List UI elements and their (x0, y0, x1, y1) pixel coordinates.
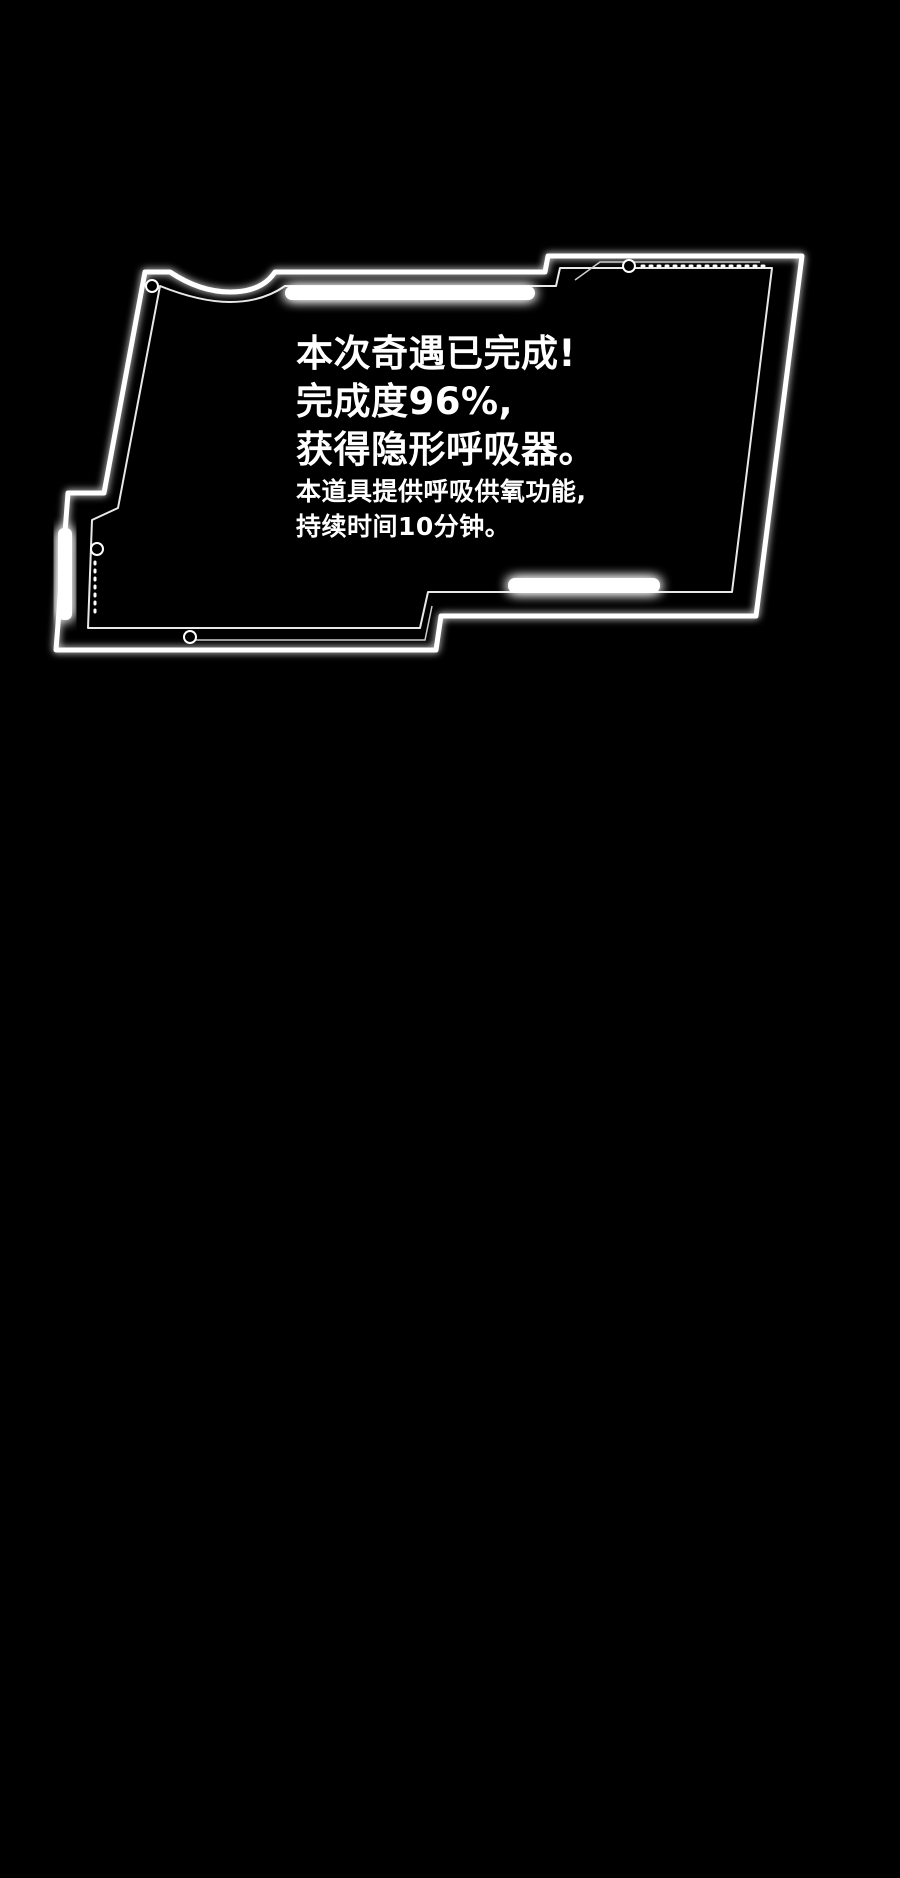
panel-inner-line-top (574, 261, 760, 281)
panel-background (56, 256, 802, 650)
panel-outer-border (53, 253, 805, 653)
message-line-2: 完成度96%, (296, 380, 514, 423)
node-circle-left (90, 542, 104, 556)
message-line-1: 本次奇遇已完成! (296, 332, 576, 375)
node-circle-top-right (622, 259, 636, 273)
node-circle-bottom (183, 630, 197, 644)
node-circle-top-left (145, 279, 159, 293)
left-light-bar (58, 528, 72, 620)
top-light-bar (285, 286, 535, 300)
panel-inner-line-bottom (190, 605, 433, 641)
message-line-5: 持续时间10分钟。 (296, 512, 511, 541)
system-panel-frame (53, 253, 805, 653)
system-message: 本次奇遇已完成! 完成度96%, 获得隐形呼吸器。 本道具提供呼吸供氧功能, 持… (296, 330, 656, 544)
panel-inner-border (87, 267, 773, 629)
message-line-3: 获得隐形呼吸器。 (296, 428, 596, 471)
message-line-4: 本道具提供呼吸供氧功能, (296, 477, 587, 506)
bottom-light-bar (508, 578, 660, 593)
